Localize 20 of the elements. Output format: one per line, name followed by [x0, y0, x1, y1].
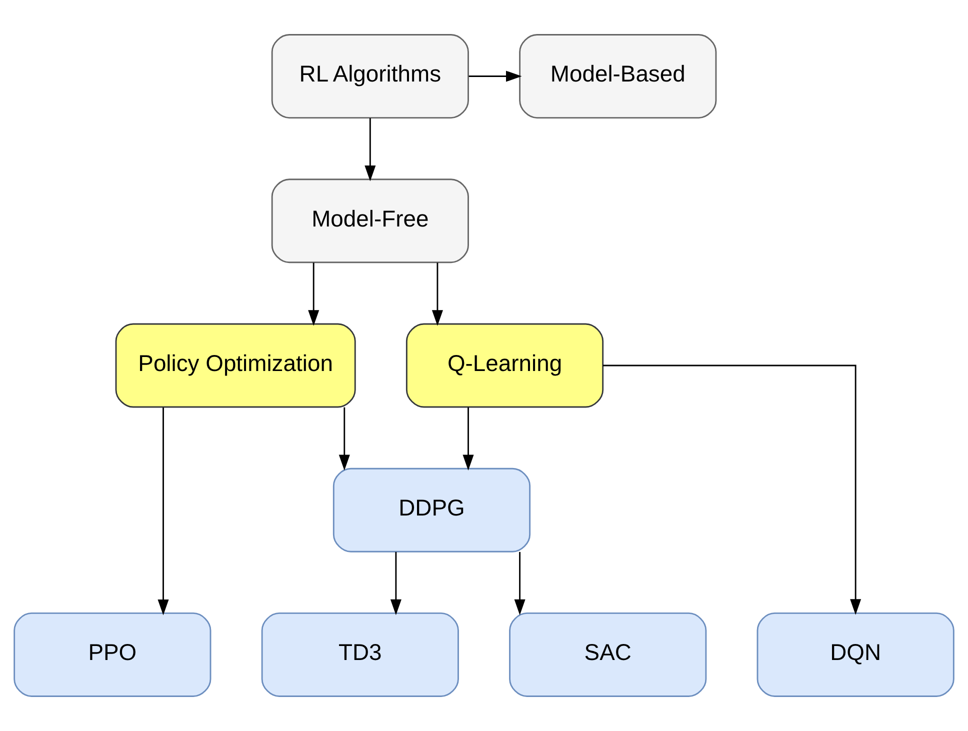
- node-box: DDPG: [332, 468, 531, 552]
- node-box: Policy Optimization: [115, 323, 356, 408]
- node-box: Model-Free: [271, 178, 469, 264]
- arrow: [514, 552, 526, 616]
- arrow: [602, 364, 862, 615]
- arrow: [468, 70, 522, 82]
- arrow: [158, 408, 169, 616]
- arrow: [390, 552, 402, 616]
- node-box: PPO: [14, 612, 212, 697]
- node-box: TD3: [261, 612, 459, 697]
- arrow: [462, 407, 474, 471]
- arrow: [308, 262, 320, 326]
- node-box: DQN: [756, 612, 954, 697]
- node-box: Model-Based: [519, 34, 717, 118]
- node-box: SAC: [509, 612, 707, 697]
- arrow: [364, 118, 376, 182]
- arrow: [432, 262, 443, 326]
- arrow: [338, 407, 350, 471]
- node-box: Q-Learning: [406, 323, 604, 408]
- node-box: RL Algorithms: [271, 34, 469, 118]
